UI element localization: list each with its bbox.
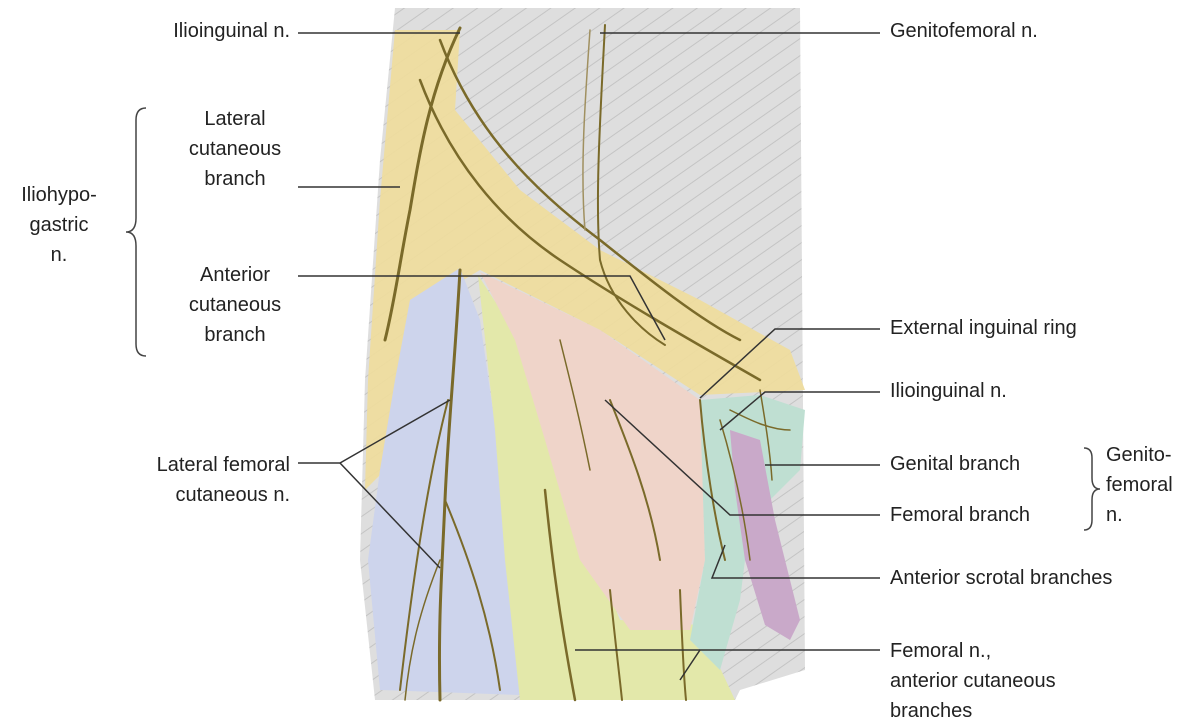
label-line: n. bbox=[1106, 504, 1123, 526]
label-line: femoral bbox=[1106, 474, 1173, 496]
label-lateral-cutaneous-branch: Lateral cutaneous branch bbox=[180, 104, 290, 194]
label-line: branch bbox=[204, 168, 266, 190]
label-anterior-cutaneous-branch: Anterior cutaneous branch bbox=[180, 260, 290, 350]
label-line: gastric bbox=[29, 214, 89, 236]
label-line: Iliohypo- bbox=[21, 184, 97, 206]
label-line: branches bbox=[890, 700, 973, 722]
femoral-zone bbox=[478, 275, 735, 700]
label-line: Genito- bbox=[1106, 444, 1172, 466]
label-ilioinguinal-top: Ilioinguinal n. bbox=[173, 20, 290, 42]
label-anterior-scrotal-branches: Anterior scrotal branches bbox=[890, 567, 1113, 589]
label-line: Femoral n., bbox=[890, 640, 992, 662]
label-iliohypogastric: Iliohypo- gastric n. bbox=[0, 180, 118, 270]
label-line: n. bbox=[50, 244, 68, 266]
label-line: branch bbox=[204, 324, 266, 346]
label-external-inguinal-ring: External inguinal ring bbox=[890, 317, 1077, 339]
iliohypogastric-zone bbox=[365, 30, 805, 490]
label-line: cutaneous bbox=[188, 294, 282, 316]
label-femoral-anterior-cutaneous: Femoral n., anterior cutaneous branches bbox=[890, 636, 1170, 726]
label-lateral-femoral-cutaneous: Lateral femoral cutaneous n. bbox=[90, 450, 290, 510]
lateral-femoral-cutaneous-zone bbox=[368, 268, 520, 695]
label-line: Anterior bbox=[199, 264, 271, 286]
label-line: Lateral bbox=[204, 108, 266, 130]
label-femoral-branch: Femoral branch bbox=[890, 504, 1031, 526]
label-genital-branch: Genital branch bbox=[890, 453, 1021, 475]
iliohypogastric-brace bbox=[125, 107, 147, 357]
leader-lines bbox=[298, 32, 880, 681]
label-line: anterior cutaneous bbox=[890, 670, 1056, 692]
label-genitofemoral-group: Genito- femoral n. bbox=[1106, 440, 1196, 530]
label-genitofemoral-top: Genitofemoral n. bbox=[890, 20, 1038, 42]
label-line: cutaneous n. bbox=[175, 484, 290, 506]
genitofemoral-brace bbox=[1083, 447, 1101, 531]
scrotal-zone bbox=[730, 430, 800, 640]
label-ilioinguinal-right: Ilioinguinal n. bbox=[890, 380, 1007, 402]
label-line: Lateral femoral bbox=[156, 454, 290, 476]
nerve-lines bbox=[383, 24, 791, 702]
ilioinguinal-zone bbox=[480, 272, 705, 630]
label-line: cutaneous bbox=[188, 138, 282, 160]
